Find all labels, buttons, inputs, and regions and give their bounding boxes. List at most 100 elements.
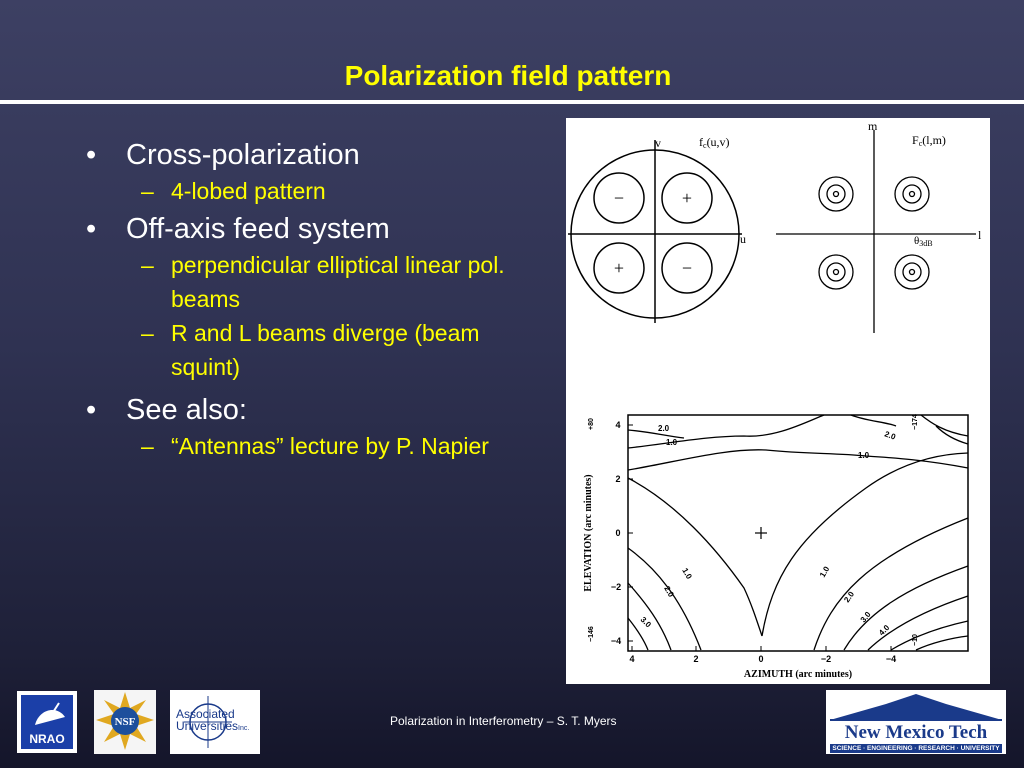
lobe-sign-upper-left: − [614,188,624,208]
corner-label-br: −10 [912,634,919,646]
contour-label-11: 4.0 [877,623,892,638]
y-tick-4: −2 [611,582,621,592]
slide-title: Polarization field pattern [344,60,672,91]
contour-x-label: AZIMUTH (arc minutes) [744,669,852,680]
contour-label-4: 1.0 [858,451,870,460]
contour-line-top-1 [627,414,825,449]
lobe-sign-upper-right: + [682,188,692,208]
contour-label-7: 3.0 [639,615,654,630]
figure-svg: − + + − v u fc(u,v) m [568,119,982,680]
beam-ur-core [908,190,916,198]
aperture-v-label: v [655,136,661,150]
beam-ul-outer [818,176,854,212]
contour-line-tr-2 [920,414,969,437]
svg-text:NRAO: NRAO [29,732,64,746]
subbullet-4-lobed: 4-lobed pattern [86,174,506,208]
contour-label-9: 2.0 [842,589,856,604]
contour-right-4 [867,595,969,651]
nsf-logo: NSF [94,690,156,754]
beam-ur-outer [894,176,930,212]
contour-label-8: 1.0 [818,564,832,579]
x-tick-1: 4 [629,654,634,664]
contour-lines [627,414,969,651]
contour-line-top-right [850,414,897,427]
contour-left-3 [627,582,672,651]
bullet-off-axis-feed: Off-axis feed system [86,210,506,248]
sky-diagram [776,130,976,333]
contour-left-2 [627,547,702,651]
svg-text:NSF: NSF [115,716,136,728]
contour-y-label: ELEVATION (arc minutes) [583,474,594,591]
contour-v-right-1 [761,452,969,637]
contour-right-3 [843,565,969,651]
subbullet-elliptical-beams: perpendicular elliptical linear pol. bea… [86,248,506,316]
sky-function-label: Fc(l,m) [912,133,946,148]
polarization-figure: − + + − v u fc(u,v) m [566,118,990,684]
contour-line-top-band [627,449,969,471]
corner-label-tl: +80 [588,418,595,430]
nmt-mountain-icon [830,694,1002,721]
contour-right-6 [915,635,969,651]
contour-right-2 [813,517,969,651]
contour-line-tr-1 [935,425,969,445]
lobe-upper-right [661,172,713,224]
subbullet-beam-squint: R and L beams diverge (beam squint) [86,316,506,384]
y-tick-1: 4 [615,420,620,430]
lobe-upper-left [593,172,645,224]
contour-label-3: 2.0 [883,429,897,441]
contour-label-2: 1.0 [666,438,678,447]
contour-plot: 2.0 1.0 2.0 1.0 1.0 2.0 3.0 1.0 2.0 3.0 … [583,414,969,680]
beam-lr-outer [894,254,930,290]
contour-right-5 [890,620,969,651]
y-tick-3: 0 [615,528,620,538]
y-tick-2: 2 [615,474,620,484]
aperture-u-label: u [740,232,746,246]
lobe-sign-lower-left: + [614,258,624,278]
x-tick-4: −2 [821,654,831,664]
beam-lr-middle [902,262,922,282]
bullet-cross-polarization: Cross-polarization [86,136,506,174]
sky-l-label: l [978,228,982,242]
bullet-list: Cross-polarization 4-lobed pattern Off-a… [86,136,506,463]
beam-ll-outer [818,254,854,290]
lobe-lower-left [593,242,645,294]
slide-footer: Polarization in Interferometry – S. T. M… [390,714,617,728]
contour-center-marker [755,527,767,539]
beam-lr-core [908,268,916,276]
contour-left-4 [627,617,649,651]
contour-line-tl-2 [627,429,685,439]
aui-crosshair-icon [184,696,232,748]
title-divider [0,100,1024,104]
x-tick-2: 2 [693,654,698,664]
beam-ur-middle [902,184,922,204]
nsf-globe-icon: NSF [96,692,154,750]
beamwidth-label: θ3dB [914,235,933,248]
beam-ul-core [832,190,840,198]
corner-label-bl: −146 [588,626,595,642]
contour-frame [627,414,969,652]
sky-m-label: m [868,119,878,133]
contour-ticks [628,424,892,651]
aui-logo: Associated UniversitiesInc. [170,690,260,754]
nmt-name: New Mexico Tech [844,722,988,743]
x-tick-3: 0 [758,654,763,664]
aui-wordmark: Associated UniversitiesInc. [176,707,250,733]
nmt-logo: New Mexico Tech SCIENCE · ENGINEERING · … [826,690,1006,754]
contour-label-10: 3.0 [859,610,873,625]
corner-label-tr: −174 [912,414,919,430]
beam-ul-middle [826,184,846,204]
contour-label-1: 2.0 [658,424,670,433]
x-tick-5: −4 [886,654,896,664]
bullet-see-also: See also: [86,391,506,429]
nrao-logo: NRAO [17,691,77,753]
beam-ll-core [832,268,840,276]
aperture-diagram [568,140,742,323]
contour-v-left-1 [627,477,763,637]
contour-label-5: 1.0 [680,567,694,582]
nrao-dish-icon: NRAO [29,702,65,746]
lobe-sign-lower-right: − [682,258,692,278]
lobe-lower-right [661,242,713,294]
subbullet-antennas-lecture: “Antennas” lecture by P. Napier [86,429,506,463]
aperture-function-label: fc(u,v) [699,135,730,150]
beam-ll-middle [826,262,846,282]
